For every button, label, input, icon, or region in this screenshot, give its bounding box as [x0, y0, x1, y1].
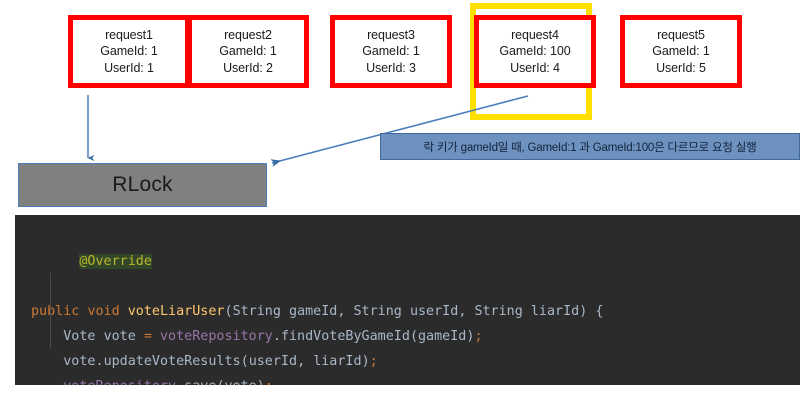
- param-gameid: gameId: [289, 304, 338, 319]
- comma: ,: [458, 304, 467, 319]
- rlock-label: RLock: [112, 173, 173, 196]
- request-user-id: UserId: 5: [656, 60, 706, 75]
- request-game-id: GameId: 1: [362, 44, 420, 59]
- code-line-4: vote.updateVoteResults(userId, liarId);: [15, 349, 800, 374]
- dot: .: [176, 379, 184, 385]
- type-vote: Vote: [63, 329, 96, 344]
- paren-close: ): [361, 354, 370, 369]
- var-vote: vote: [103, 329, 136, 344]
- request-user-id: UserId: 1: [104, 60, 154, 75]
- brace-open: {: [595, 304, 604, 319]
- request-game-id: GameId: 1: [219, 44, 277, 59]
- type-string: String: [474, 304, 523, 319]
- request-card-2[interactable]: request2 GameId: 1 UserId: 2: [187, 15, 309, 88]
- semicolon: ;: [369, 354, 378, 369]
- request-card-3[interactable]: request3 GameId: 1 UserId: 3: [330, 15, 452, 88]
- arg-userid: userId: [248, 354, 298, 369]
- annotation-callout: 락 키가 gameId일 때, GameId:1 과 GameId:100은 다…: [380, 133, 800, 160]
- param-liarid: liarId: [530, 304, 580, 319]
- method-name: voteLiarUser: [127, 304, 225, 319]
- request-title: request1: [105, 27, 153, 42]
- request-card-4[interactable]: request4 GameId: 100 UserId: 4: [474, 15, 596, 88]
- arg-vote: vote: [225, 379, 257, 385]
- code-line-2: public void voteLiarUser(String gameId, …: [15, 299, 800, 324]
- request-card-1[interactable]: request1 GameId: 1 UserId: 1: [68, 15, 190, 88]
- paren-open: (: [409, 329, 418, 344]
- call-save: save: [184, 379, 216, 385]
- paren-open: (: [216, 379, 224, 385]
- request-title: request3: [367, 27, 415, 42]
- paren-close: ): [466, 329, 475, 344]
- code-line-1: @Override: [15, 224, 800, 299]
- request-game-id: GameId: 1: [100, 44, 158, 59]
- dot: .: [95, 354, 104, 369]
- semicolon: ;: [265, 379, 273, 385]
- request-user-id: UserId: 2: [223, 60, 273, 75]
- request-game-id: GameId: 100: [499, 44, 571, 59]
- paren-close: ): [257, 379, 265, 385]
- assign-op: =: [143, 329, 152, 344]
- semicolon: ;: [474, 329, 483, 344]
- code-line-3: Vote vote = voteRepository.findVoteByGam…: [15, 324, 800, 349]
- comma: ,: [337, 304, 346, 319]
- rlock-box[interactable]: RLock: [18, 163, 267, 207]
- code-line-5: voteRepository.save(vote);: [15, 374, 800, 385]
- paren-open: (: [240, 354, 249, 369]
- var-vote: vote: [63, 354, 96, 369]
- field-voterepository: voteRepository: [160, 329, 273, 344]
- keyword-public: public: [31, 304, 80, 319]
- request-title: request2: [224, 27, 272, 42]
- field-voterepository: voteRepository: [63, 379, 176, 385]
- paren-close: ): [579, 304, 588, 319]
- arg-gameid: gameId: [418, 329, 467, 344]
- request-user-id: UserId: 3: [366, 60, 416, 75]
- request-title: request5: [657, 27, 705, 42]
- annotation-text: 락 키가 gameId일 때, GameId:1 과 GameId:100은 다…: [423, 141, 757, 154]
- keyword-void: void: [87, 304, 120, 319]
- dot: .: [272, 329, 281, 344]
- request-game-id: GameId: 1: [652, 44, 710, 59]
- comma: ,: [297, 354, 306, 369]
- call-findvotebygameid: findVoteByGameId: [280, 329, 410, 344]
- arg-liarid: liarId: [313, 354, 362, 369]
- call-updatevoteresults: updateVoteResults: [103, 354, 241, 369]
- request-title: request4: [511, 27, 559, 42]
- type-string: String: [353, 304, 402, 319]
- paren-open: (: [224, 304, 233, 319]
- param-userid: userId: [409, 304, 459, 319]
- request-card-5[interactable]: request5 GameId: 1 UserId: 5: [620, 15, 742, 88]
- indent-guide: [50, 273, 51, 349]
- annotation-override: @Override: [79, 254, 152, 269]
- type-string: String: [232, 304, 281, 319]
- request-user-id: UserId: 4: [510, 60, 560, 75]
- code-panel[interactable]: @Override public void voteLiarUser(Strin…: [15, 215, 800, 385]
